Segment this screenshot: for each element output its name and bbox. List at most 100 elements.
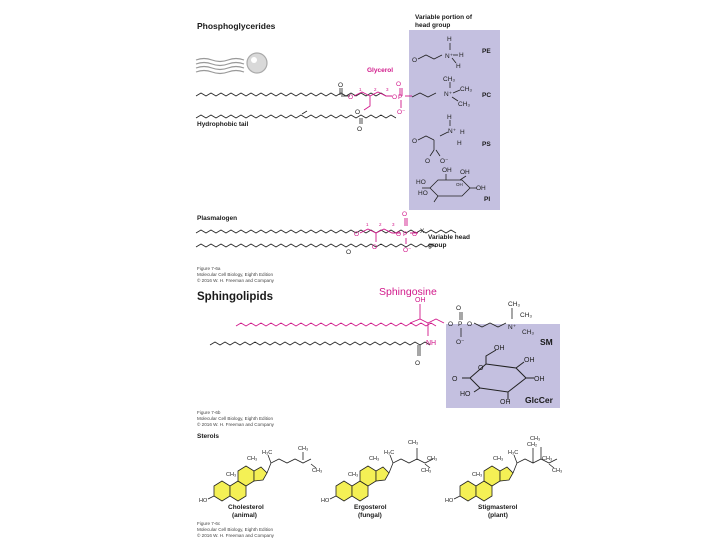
pc-head-label: PC — [482, 92, 492, 99]
glccer-head-label: GlcCer — [525, 395, 553, 405]
plasmalogen-chain-top — [195, 229, 457, 234]
svg-text:O: O — [412, 57, 417, 64]
phosphoglycerides-title: Phosphoglycerides — [197, 21, 276, 31]
caption-b-copyright: © 2016 W. H. Freeman and Company — [197, 422, 274, 427]
plasmalogen-glycerol — [359, 218, 418, 244]
svg-text:O⁻: O⁻ — [403, 247, 412, 254]
svg-text:HO: HO — [416, 179, 426, 186]
glccer-atoms: OH OH OH O HO OH O — [452, 345, 545, 406]
svg-text:H₃C: H₃C — [384, 450, 394, 456]
svg-text:CH₃: CH₃ — [552, 468, 562, 474]
ester-bonds — [339, 88, 363, 124]
svg-text:N⁺: N⁺ — [444, 91, 453, 98]
plasmalogen-atoms: O O O P O⁻ O O 1 2 3 — [354, 211, 417, 254]
svg-text:H: H — [447, 36, 452, 43]
sm-bonds — [459, 308, 513, 337]
svg-text:H: H — [447, 114, 452, 121]
svg-text:CH₃: CH₃ — [226, 472, 236, 478]
svg-text:O: O — [348, 94, 353, 101]
svg-text:O: O — [357, 126, 362, 133]
svg-text:1: 1 — [366, 222, 369, 227]
svg-text:CH₃: CH₃ — [522, 329, 534, 336]
pe-head-structure — [417, 43, 458, 64]
svg-text:CH₃: CH₃ — [472, 472, 482, 478]
svg-text:OH: OH — [460, 169, 470, 176]
caption-c-book: Molecular Cell Biology, Eighth Edition — [197, 527, 274, 532]
svg-text:O: O — [412, 231, 417, 238]
plasmalogen-x-label: X — [420, 228, 425, 235]
svg-text:H: H — [459, 52, 464, 59]
cholesterol-source: (animal) — [232, 512, 257, 519]
svg-text:OH: OH — [524, 357, 535, 364]
svg-text:NH: NH — [426, 340, 436, 347]
svg-text:H: H — [460, 129, 465, 136]
variable-head-label-2: group — [428, 242, 447, 249]
svg-text:3: 3 — [392, 222, 395, 227]
caption-a-book: Molecular Cell Biology, Eighth Edition — [197, 272, 274, 277]
caption-c-copyright: © 2016 W. H. Freeman and Company — [197, 533, 274, 538]
svg-text:O: O — [392, 94, 397, 101]
svg-text:CH₃: CH₃ — [493, 456, 503, 462]
cholesterol-structure: H₃C CH₃ CH₃ CH₃ CH₃ HO — [199, 446, 322, 504]
svg-text:O⁻: O⁻ — [397, 109, 406, 116]
caption-a-figure: Figure 7-6a — [197, 266, 221, 271]
pe-head-label: PE — [482, 48, 491, 55]
caption-a-copyright: © 2016 W. H. Freeman and Company — [197, 278, 274, 283]
svg-text:OH: OH — [476, 185, 486, 192]
svg-text:N⁺: N⁺ — [445, 53, 454, 60]
ergosterol-name: Ergosterol — [354, 504, 387, 511]
svg-text:CH₃: CH₃ — [427, 456, 437, 462]
svg-text:HO: HO — [445, 498, 454, 504]
svg-text:CH₃: CH₃ — [312, 468, 322, 474]
sm-head-label: SM — [540, 337, 553, 347]
svg-text:CH₃: CH₃ — [542, 456, 552, 462]
caption-b-figure: Figure 7-6b — [197, 410, 221, 415]
svg-text:HO: HO — [460, 391, 471, 398]
caption-b-book: Molecular Cell Biology, Eighth Edition — [197, 416, 274, 421]
caption-c-figure: Figure 7-6c — [197, 521, 221, 526]
hydrophobic-tail-label: Hydrophobic tail — [197, 121, 249, 128]
ps-atoms: H N⁺ H H O O O⁻ — [412, 114, 465, 165]
glycerol-backbone — [353, 88, 412, 111]
svg-text:H: H — [457, 140, 462, 147]
svg-text:CH₂: CH₂ — [527, 442, 537, 448]
svg-text:2: 2 — [379, 222, 382, 227]
svg-text:HO: HO — [321, 498, 330, 504]
stigmasterol-source: (plant) — [488, 512, 508, 519]
pc-atoms: CH₃ N⁺ CH₃ CH₃ — [443, 76, 472, 108]
svg-text:OH: OH — [494, 345, 505, 352]
svg-text:O: O — [372, 244, 377, 251]
svg-text:CH₃: CH₃ — [247, 456, 257, 462]
svg-text:H: H — [456, 63, 461, 70]
sphingosine-chain — [235, 304, 445, 336]
pi-atoms: OH OH HO OH HO OH — [416, 167, 486, 197]
cholesterol-name: Cholesterol — [228, 504, 264, 511]
svg-text:O: O — [478, 365, 484, 372]
glycerol-label: Glycerol — [367, 67, 394, 74]
glccer-glucose-ring — [462, 349, 534, 400]
svg-text:1: 1 — [359, 87, 362, 92]
svg-text:CH₃: CH₃ — [408, 440, 418, 446]
glycerol-atoms: O O P O O⁻ 1 2 3 — [348, 81, 406, 116]
svg-text:O⁻: O⁻ — [456, 339, 465, 346]
svg-text:P: P — [398, 94, 402, 101]
pe-atoms: H N⁺ H H O — [412, 36, 464, 70]
stigmasterol-structure: H₃C CH₃ CH₃ CH₃ CH₂ CH₃ CH₃ HO — [445, 436, 562, 504]
svg-text:H₃C: H₃C — [262, 450, 272, 456]
svg-text:P: P — [458, 321, 462, 328]
ps-head-structure — [417, 120, 451, 157]
lipid-cartoon-icon — [195, 52, 268, 75]
svg-text:CH₃: CH₃ — [298, 446, 308, 452]
sphingosine-label: Sphingosine — [379, 286, 437, 298]
svg-text:O: O — [355, 109, 360, 116]
variable-portion-label-1: Variable portion of — [415, 14, 473, 21]
svg-text:OH: OH — [415, 297, 426, 304]
sm-atoms: O O O P O⁻ O CH₃ CH₃ N⁺ CH₃ — [415, 301, 534, 367]
ergosterol-source: (fungal) — [358, 512, 382, 519]
ps-head-label: PS — [482, 141, 491, 148]
pi-head-structure — [422, 174, 477, 203]
pc-head-structure — [411, 82, 461, 102]
svg-text:O: O — [425, 158, 430, 165]
variable-portion-label-2: head group — [415, 22, 451, 29]
